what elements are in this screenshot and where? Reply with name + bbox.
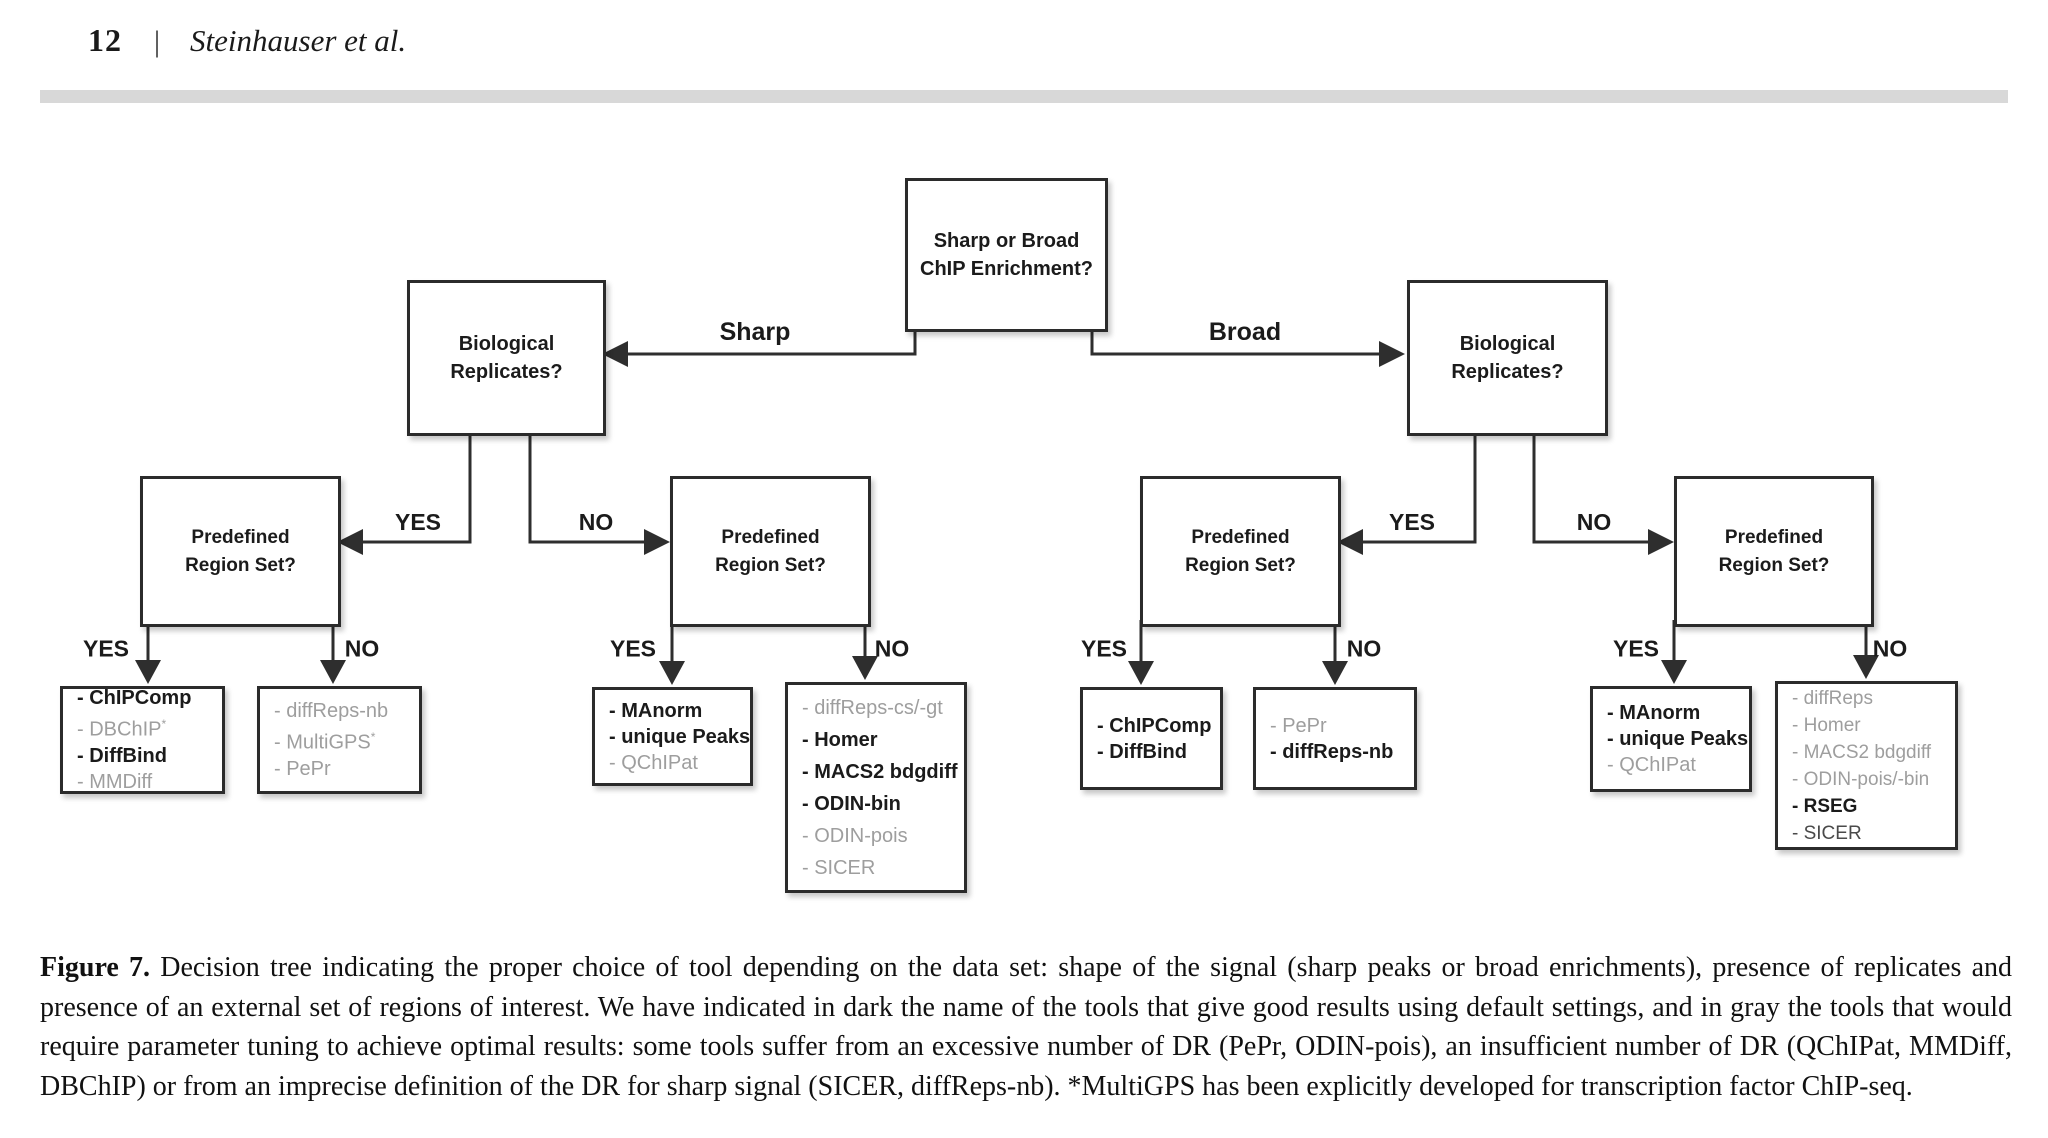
running-head: 12 | Steinhauser et al. bbox=[88, 22, 406, 59]
node-text: Biological bbox=[458, 333, 555, 355]
node-text: Region Set? bbox=[715, 554, 826, 576]
tool-box-broad-no-yes: - MAnorm - unique Peaks - QChIPat bbox=[1590, 686, 1752, 792]
tool-box-broad-yes-no: - PePr - diffReps-nb bbox=[1253, 687, 1417, 790]
edge-label-yes: YES bbox=[609, 635, 657, 662]
tool-item: - RSEG bbox=[1792, 795, 1858, 817]
node-text: Replicates? bbox=[450, 361, 563, 383]
tool-item: - PePr bbox=[274, 757, 331, 780]
node-text: Predefined bbox=[721, 526, 820, 548]
header-rule bbox=[40, 90, 2008, 103]
tool-item: - MACS2 bdgdiff bbox=[1792, 741, 1932, 763]
tool-box-broad-yes-yes: - ChIPComp - DiffBind bbox=[1080, 687, 1223, 790]
edge-label-yes: YES bbox=[1080, 635, 1128, 662]
node-text: Sharp or Broad bbox=[933, 230, 1080, 252]
node-text: Predefined bbox=[1191, 526, 1290, 548]
tool-item: - MultiGPS* bbox=[274, 730, 376, 754]
tool-item: - MMDiff bbox=[77, 770, 153, 793]
decision-node-region-sharp-no: Predefined Region Set? bbox=[670, 476, 871, 627]
edge-label-no: NO bbox=[1346, 635, 1382, 662]
tool-item: - unique Peaks bbox=[609, 725, 751, 748]
tool-box-broad-no-no: - diffReps - Homer - MACS2 bdgdiff - ODIN-p… bbox=[1775, 681, 1958, 850]
edge-label-yes: YES bbox=[82, 635, 130, 662]
tool-item: - ODIN-bin bbox=[802, 792, 901, 815]
page-number: 12 bbox=[88, 22, 122, 58]
tool-item: - Homer bbox=[1792, 714, 1861, 736]
authors: Steinhauser et al. bbox=[190, 23, 407, 58]
node-text: Region Set? bbox=[185, 554, 296, 576]
tool-item: - MAnorm bbox=[609, 699, 703, 722]
edge-label-no: NO bbox=[1576, 509, 1612, 535]
node-text: Predefined bbox=[191, 526, 290, 548]
edge-label-broad: Broad bbox=[1208, 318, 1282, 346]
edge-label-no: NO bbox=[344, 635, 380, 662]
edge-sharp bbox=[602, 326, 917, 367]
edge-label-sharp: Sharp bbox=[719, 318, 791, 346]
tool-item: - ChIPComp bbox=[77, 687, 192, 710]
tool-item: - QChIPat bbox=[1607, 754, 1696, 776]
tool-item: - diffReps-nb bbox=[274, 700, 389, 723]
decision-node-region-sharp-yes: Predefined Region Set? bbox=[140, 476, 341, 627]
tool-item: - ODIN-pois/-bin bbox=[1792, 768, 1930, 790]
edge-broad-no bbox=[1532, 429, 1674, 555]
edge-label-no: NO bbox=[578, 509, 614, 535]
tool-item: - ChIPComp bbox=[1097, 714, 1212, 737]
tool-item: - MACS2 bdgdiff bbox=[802, 760, 958, 783]
edge-sharp-no bbox=[528, 429, 670, 555]
node-text: Predefined bbox=[1724, 526, 1824, 548]
figure-caption-text: Decision tree indicating the proper choi… bbox=[40, 952, 2013, 1102]
tool-item: - Homer bbox=[802, 728, 878, 751]
tool-item: - DBChIP* bbox=[77, 717, 167, 741]
node-text: Replicates? bbox=[1451, 361, 1564, 383]
tool-box-sharp-no-yes: - MAnorm - unique Peaks - QChIPat bbox=[592, 687, 753, 786]
decision-node-replicates-sharp: Biological Replicates? bbox=[407, 280, 606, 436]
edge-label-yes: YES bbox=[394, 509, 442, 535]
decision-node-replicates-broad: Biological Replicates? bbox=[1407, 280, 1608, 436]
tool-item: - SICER bbox=[1792, 822, 1862, 844]
tool-item: - ODIN-pois bbox=[802, 824, 908, 847]
tool-box-sharp-yes-no: - diffReps-nb - MultiGPS* - PePr bbox=[257, 686, 422, 794]
edge-label-yes: YES bbox=[1612, 635, 1660, 662]
header-separator: | bbox=[154, 25, 161, 58]
edge-sharp-yes bbox=[337, 429, 472, 555]
tool-item: - unique Peaks bbox=[1607, 728, 1749, 750]
tool-item: - DiffBind bbox=[77, 744, 167, 767]
tool-item: - QChIPat bbox=[609, 751, 698, 774]
node-text: Biological bbox=[1459, 333, 1556, 355]
figure-caption: Figure 7. Decision tree indicating the p… bbox=[40, 948, 2012, 1106]
edge-broad-yes bbox=[1337, 429, 1477, 555]
tool-item: - diffReps bbox=[1792, 687, 1873, 709]
decision-node-region-broad-yes: Predefined Region Set? bbox=[1140, 476, 1341, 627]
figure-caption-label: Figure 7. bbox=[40, 952, 151, 983]
edge-label-yes: YES bbox=[1388, 509, 1436, 535]
edge-label-no: NO bbox=[874, 635, 910, 662]
node-text: Region Set? bbox=[1185, 554, 1296, 576]
edge-broad bbox=[1090, 326, 1405, 367]
edge-leaf-arrows bbox=[135, 620, 1879, 685]
tool-box-sharp-no-no: - diffReps-cs/-gt - Homer - MACS2 bdgdiff -… bbox=[785, 682, 967, 893]
tool-box-sharp-yes-yes: - ChIPComp - DBChIP* - DiffBind - MMDiff bbox=[60, 686, 225, 794]
tool-item: - DiffBind bbox=[1097, 740, 1187, 763]
tool-item: - SICER bbox=[802, 856, 876, 879]
decision-node-region-broad-no: Predefined Region Set? bbox=[1674, 476, 1874, 627]
tool-item: - MAnorm bbox=[1607, 702, 1701, 724]
tool-item: - diffReps-nb bbox=[1270, 740, 1394, 763]
tool-item: - PePr bbox=[1270, 714, 1327, 737]
tool-item: - diffReps-cs/-gt bbox=[802, 696, 943, 719]
node-text: Region Set? bbox=[1718, 554, 1830, 576]
node-text: ChIP Enrichment? bbox=[920, 258, 1093, 280]
edge-label-no: NO bbox=[1872, 635, 1908, 662]
decision-node-root: Sharp or Broad ChIP Enrichment? bbox=[905, 178, 1108, 332]
